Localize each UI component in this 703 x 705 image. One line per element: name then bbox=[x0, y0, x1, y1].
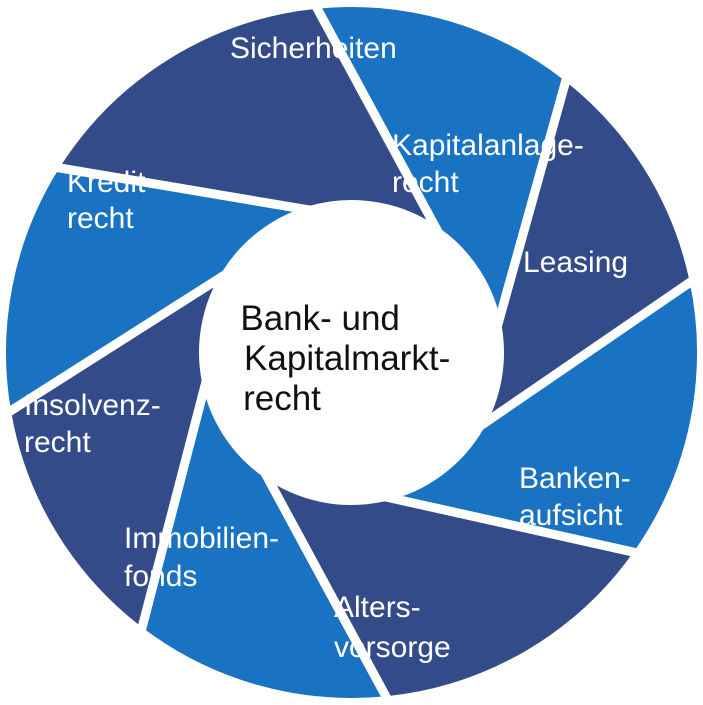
segment-8-label-line-2: recht bbox=[67, 202, 134, 235]
segment-3-label-line-1: Leasing bbox=[523, 246, 628, 279]
segment-7-label-line-1: Insolvenz- bbox=[24, 389, 161, 422]
segment-8-label-line-1: Kredit bbox=[67, 166, 146, 199]
segment-5-label-line-2: vorsorge bbox=[334, 631, 451, 664]
segment-6-label-line-1: Immobilien- bbox=[124, 522, 279, 555]
segment-6-label-line-2: fonds bbox=[124, 560, 197, 593]
center-label-line-3: recht bbox=[243, 379, 321, 418]
segment-2-label-line-2: recht bbox=[392, 166, 459, 199]
segment-2 bbox=[475, 69, 699, 431]
center-label-line-2: Kapitalmarkt- bbox=[244, 339, 450, 378]
segment-7 bbox=[0, 162, 312, 421]
segment-6 bbox=[1, 270, 230, 640]
segment-8 bbox=[47, 0, 443, 237]
center-label-line-1: Bank- und bbox=[240, 299, 400, 338]
segment-5-label-line-1: Alters- bbox=[334, 591, 421, 624]
center-hole bbox=[205, 206, 498, 499]
segment-4-label-line-2: aufsicht bbox=[519, 499, 623, 532]
segment-1-label-line-1: Sicherheiten bbox=[230, 32, 397, 65]
center-label: Bank- und Kapitalmarkt- recht bbox=[240, 299, 460, 418]
segment-7-label-line-2: recht bbox=[24, 426, 91, 459]
segment-1 bbox=[307, 0, 573, 329]
segment-4-label-line-1: Banken- bbox=[519, 462, 631, 495]
segment-3 bbox=[383, 272, 703, 559]
segment-5 bbox=[135, 379, 396, 705]
segment-2-label-line-1: Kapitalanlage- bbox=[392, 129, 584, 162]
labels-layer: SicherheitenKapitalanlage-rechtLeasingBa… bbox=[24, 32, 631, 664]
